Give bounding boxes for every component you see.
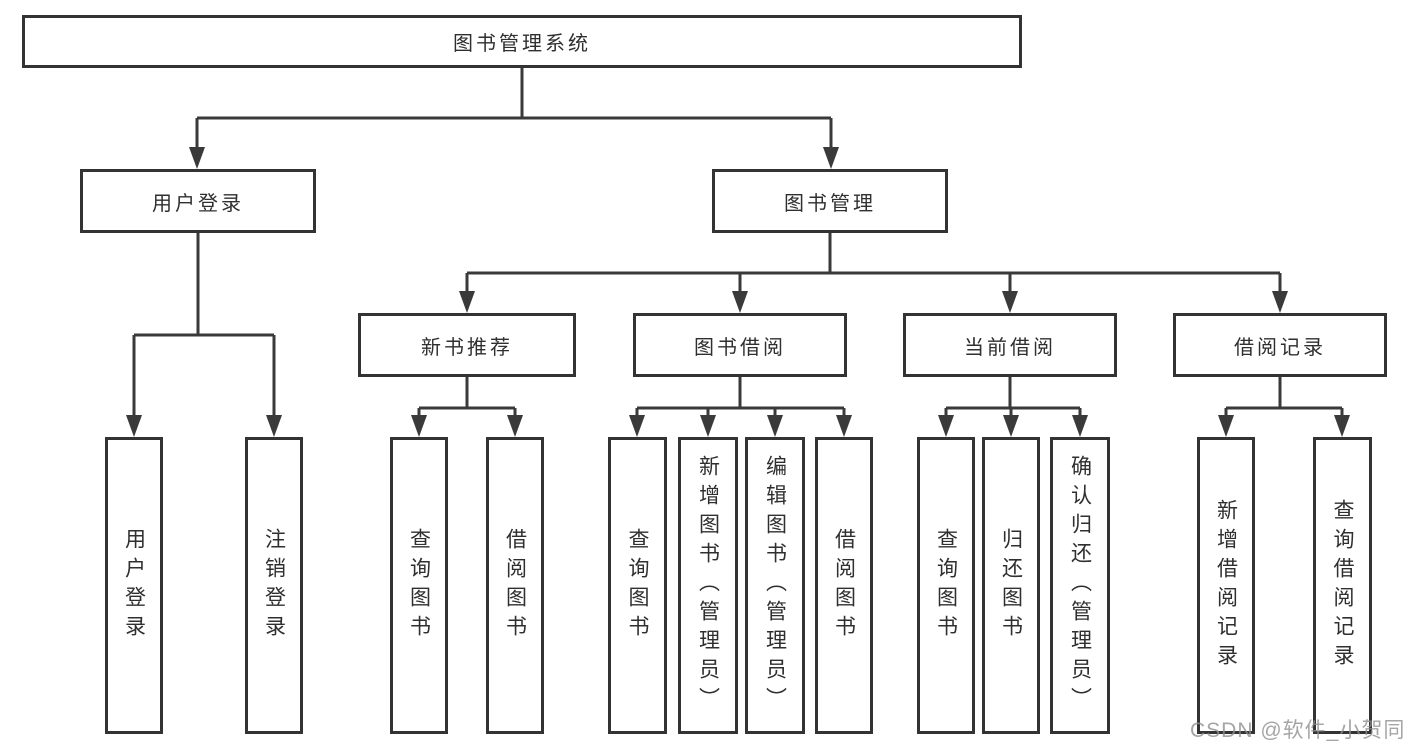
leaf-add-borrow-record: 新增借阅记录 [1197,437,1255,734]
leaf-borrow-query-books: 查询图书 [608,437,667,734]
leaf-newbook-borrow-books: 借阅图书 [486,437,544,734]
node-book-borrow: 图书借阅 [633,313,847,377]
node-current-borrow: 当前借阅 [903,313,1117,377]
node-user-login-label: 用户登录 [152,192,244,215]
node-book-management-label: 图书管理 [784,192,876,215]
leaf-logout: 注销登录 [245,437,303,734]
node-borrow-records: 借阅记录 [1173,313,1387,377]
leaf-current-query-books: 查询图书 [917,437,975,734]
leaf-confirm-return-admin: 确认归还（管理员） [1050,437,1110,734]
leaf-newbook-query-books: 查询图书 [390,437,448,734]
leaf-borrow-query-books-label: 查询图书 [626,527,649,644]
csdn-watermark: CSDN @软件_小贺同学 [1190,719,1405,742]
leaf-borrow-borrow-books: 借阅图书 [815,437,873,734]
arrowhead-icons [126,147,1350,437]
leaf-user-login: 用户登录 [105,437,163,734]
leaf-current-query-books-label: 查询图书 [934,527,958,644]
node-current-borrow-label: 当前借阅 [964,336,1056,359]
leaf-query-borrow-record: 查询借阅记录 [1313,437,1372,734]
leaf-newbook-query-books-label: 查询图书 [407,527,431,644]
node-root-label: 图书管理系统 [453,33,591,55]
node-book-borrow-label: 图书借阅 [694,336,786,359]
leaf-add-books-admin-label: 新增图书（管理员） [696,455,720,716]
leaf-borrow-borrow-books-label: 借阅图书 [832,527,856,644]
leaf-confirm-return-admin-label: 确认归还（管理员） [1068,455,1092,716]
leaf-add-borrow-record-label: 新增借阅记录 [1214,498,1238,673]
node-root-system: 图书管理系统 [22,15,1022,68]
node-new-book-recommend-label: 新书推荐 [421,336,513,359]
leaf-edit-books-admin: 编辑图书（管理员） [745,437,805,734]
leaf-edit-books-admin-label: 编辑图书（管理员） [763,455,787,716]
leaf-newbook-borrow-books-label: 借阅图书 [503,527,527,644]
leaf-query-borrow-record-label: 查询借阅记录 [1331,498,1354,673]
leaf-user-login-label: 用户登录 [122,527,146,644]
leaf-return-books: 归还图书 [982,437,1040,734]
leaf-add-books-admin: 新增图书（管理员） [678,437,738,734]
node-new-book-recommend: 新书推荐 [358,313,576,377]
node-book-management: 图书管理 [712,169,948,233]
leaf-return-books-label: 归还图书 [999,527,1023,644]
node-user-login: 用户登录 [80,169,316,233]
leaf-logout-label: 注销登录 [262,527,286,644]
node-borrow-records-label: 借阅记录 [1234,336,1326,359]
